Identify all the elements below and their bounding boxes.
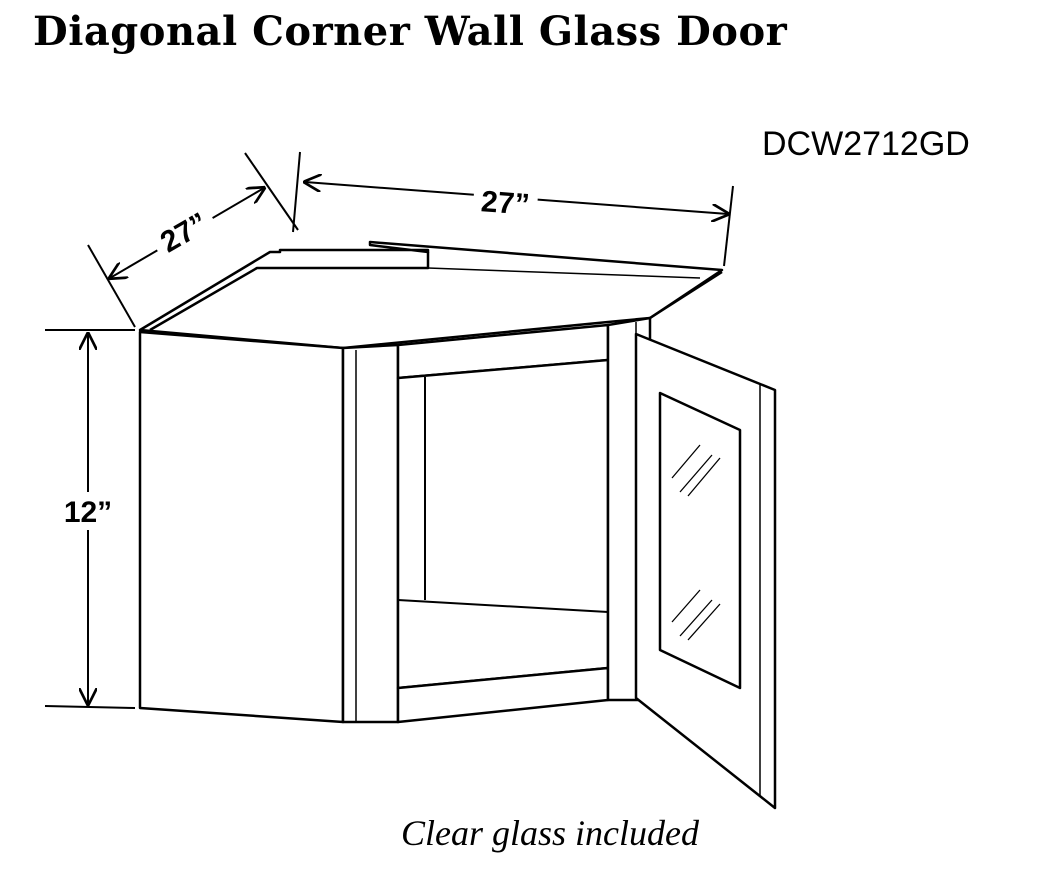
- glass-reflection-icon: [671, 444, 721, 641]
- caption: Clear glass included: [401, 813, 699, 853]
- left-side-panel: [138, 330, 345, 724]
- right-width-label: 27”: [480, 185, 531, 222]
- model-code: DCW2712GD: [762, 125, 970, 163]
- cabinet-opening: [396, 358, 610, 690]
- top-inner-edge: [149, 252, 430, 332]
- left-stile: [341, 343, 400, 724]
- height-label: 12”: [64, 496, 112, 529]
- page-title: Diagonal Corner Wall Glass Door: [33, 8, 788, 55]
- door-glass-panel: [658, 391, 742, 690]
